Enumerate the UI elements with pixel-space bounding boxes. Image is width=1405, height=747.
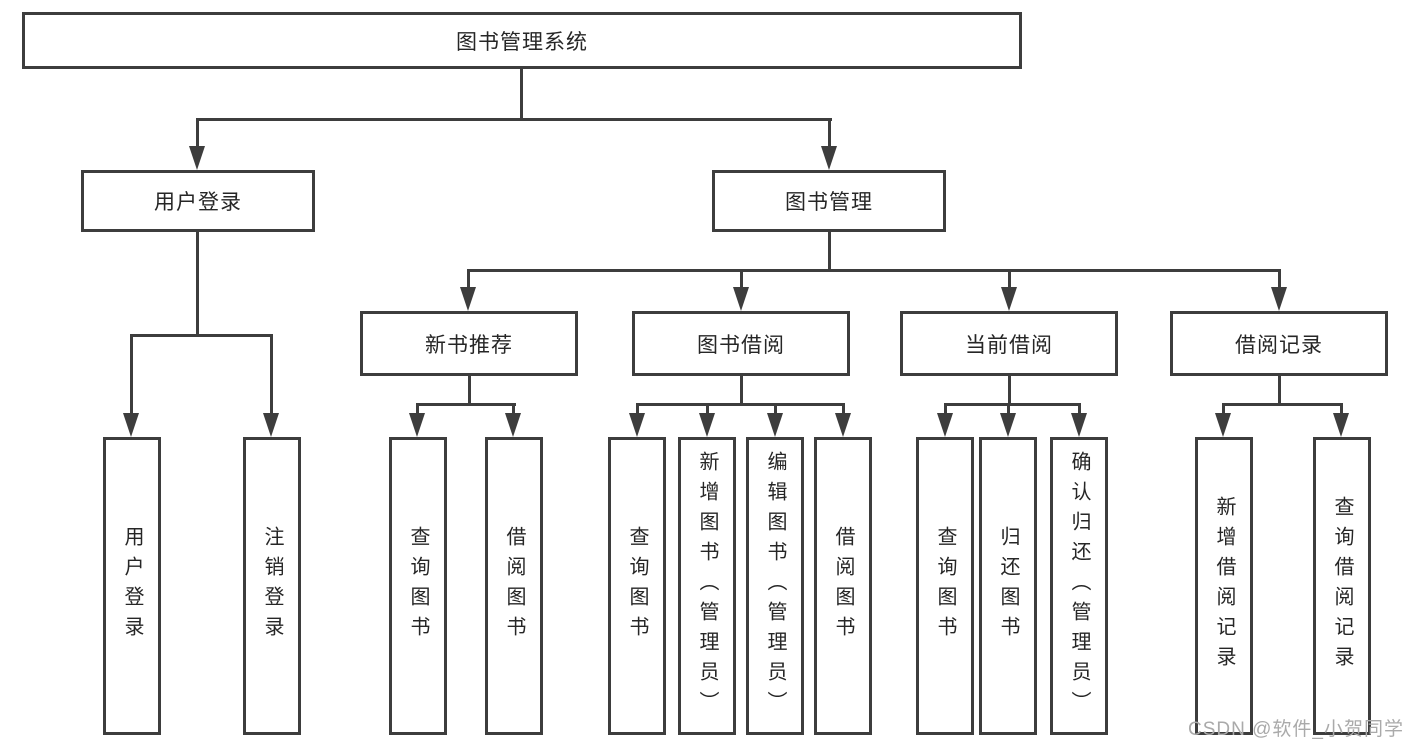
connector-line — [467, 269, 1281, 272]
arrow-down-icon — [699, 413, 715, 437]
connector-line — [828, 120, 831, 148]
arrow-down-icon — [263, 413, 279, 437]
leaf-confirm-return-admin-label: 确认归还（管理员） — [1068, 451, 1090, 721]
arrow-down-icon — [123, 413, 139, 437]
leaf-query-borrow-record-label: 查询借阅记录 — [1331, 496, 1353, 676]
connector-line — [944, 403, 1081, 406]
leaf-query-books-current: 查询图书 — [916, 437, 974, 735]
leaf-query-books-borrow-label: 查询图书 — [626, 526, 648, 646]
leaf-confirm-return-admin: 确认归还（管理员） — [1050, 437, 1108, 735]
connector-line — [944, 406, 947, 413]
connector-line — [706, 406, 709, 413]
leaf-add-books-admin: 新增图书（管理员） — [678, 437, 736, 735]
connector-line — [130, 336, 133, 413]
leaf-borrow-books: 借阅图书 — [814, 437, 872, 735]
connector-line — [636, 403, 845, 406]
connector-line — [520, 69, 523, 120]
arrow-down-icon — [629, 413, 645, 437]
leaf-edit-books-admin: 编辑图书（管理员） — [746, 437, 804, 735]
leaf-add-borrow-record: 新增借阅记录 — [1195, 437, 1253, 735]
leaf-logout-label: 注销登录 — [261, 526, 283, 646]
connector-line — [467, 272, 470, 287]
connector-line — [774, 406, 777, 413]
connector-line — [1340, 406, 1343, 413]
node-current-borrow-label: 当前借阅 — [965, 333, 1053, 357]
connector-line — [416, 403, 516, 406]
node-borrow-record-label: 借阅记录 — [1235, 333, 1323, 357]
connector-line — [196, 118, 832, 121]
node-root-label: 图书管理系统 — [456, 30, 588, 54]
connector-line — [270, 336, 273, 413]
connector-line — [1278, 376, 1281, 406]
leaf-add-books-admin-label: 新增图书（管理员） — [696, 451, 718, 721]
arrow-down-icon — [821, 146, 837, 170]
connector-line — [740, 376, 743, 406]
node-new-book-recommend-label: 新书推荐 — [425, 333, 513, 357]
connector-line — [1007, 406, 1010, 413]
connector-line — [740, 272, 743, 287]
node-book-management: 图书管理 — [712, 170, 946, 232]
leaf-add-borrow-record-label: 新增借阅记录 — [1213, 496, 1235, 676]
connector-line — [1278, 272, 1281, 287]
connector-line — [842, 406, 845, 413]
leaf-query-borrow-record: 查询借阅记录 — [1313, 437, 1371, 735]
node-new-book-recommend: 新书推荐 — [360, 311, 578, 376]
connector-line — [1008, 376, 1011, 406]
leaf-borrow-books-recommend-label: 借阅图书 — [503, 526, 525, 646]
node-book-management-label: 图书管理 — [785, 191, 873, 214]
node-book-borrow-label: 图书借阅 — [697, 333, 785, 357]
arrow-down-icon — [505, 413, 521, 437]
connector-line — [828, 232, 831, 272]
connector-line — [416, 406, 419, 413]
csdn-watermark: CSDN @软件_小贺同学 — [1188, 719, 1404, 740]
leaf-query-books-recommend-label: 查询图书 — [407, 526, 429, 646]
arrow-down-icon — [733, 287, 749, 311]
connector-line — [196, 120, 199, 148]
connector-line — [636, 406, 639, 413]
connector-line — [1222, 406, 1225, 413]
leaf-query-books-current-label: 查询图书 — [934, 526, 956, 646]
arrow-down-icon — [1333, 413, 1349, 437]
arrow-down-icon — [1071, 413, 1087, 437]
arrow-down-icon — [1215, 413, 1231, 437]
connector-line — [468, 376, 471, 406]
node-borrow-record: 借阅记录 — [1170, 311, 1388, 376]
node-user-login: 用户登录 — [81, 170, 315, 232]
connector-line — [1008, 272, 1011, 287]
leaf-borrow-books-label: 借阅图书 — [832, 526, 854, 646]
leaf-logout: 注销登录 — [243, 437, 301, 735]
leaf-edit-books-admin-label: 编辑图书（管理员） — [764, 451, 786, 721]
connector-line — [130, 334, 273, 337]
connector-line — [512, 406, 515, 413]
leaf-user-login: 用户登录 — [103, 437, 161, 735]
arrow-down-icon — [767, 413, 783, 437]
leaf-query-books-recommend: 查询图书 — [389, 437, 447, 735]
leaf-query-books-borrow: 查询图书 — [608, 437, 666, 735]
leaf-return-books-label: 归还图书 — [997, 526, 1019, 646]
arrow-down-icon — [835, 413, 851, 437]
node-current-borrow: 当前借阅 — [900, 311, 1118, 376]
connector-line — [1222, 403, 1343, 406]
leaf-borrow-books-recommend: 借阅图书 — [485, 437, 543, 735]
node-book-borrow: 图书借阅 — [632, 311, 850, 376]
arrow-down-icon — [937, 413, 953, 437]
leaf-return-books: 归还图书 — [979, 437, 1037, 735]
connector-line — [1078, 406, 1081, 413]
leaf-user-login-label: 用户登录 — [121, 526, 143, 646]
node-user-login-label: 用户登录 — [154, 191, 242, 214]
node-root: 图书管理系统 — [22, 12, 1022, 69]
arrow-down-icon — [1000, 413, 1016, 437]
arrow-down-icon — [1001, 287, 1017, 311]
connector-line — [196, 232, 199, 336]
arrow-down-icon — [409, 413, 425, 437]
arrow-down-icon — [189, 146, 205, 170]
arrow-down-icon — [1271, 287, 1287, 311]
arrow-down-icon — [460, 287, 476, 311]
